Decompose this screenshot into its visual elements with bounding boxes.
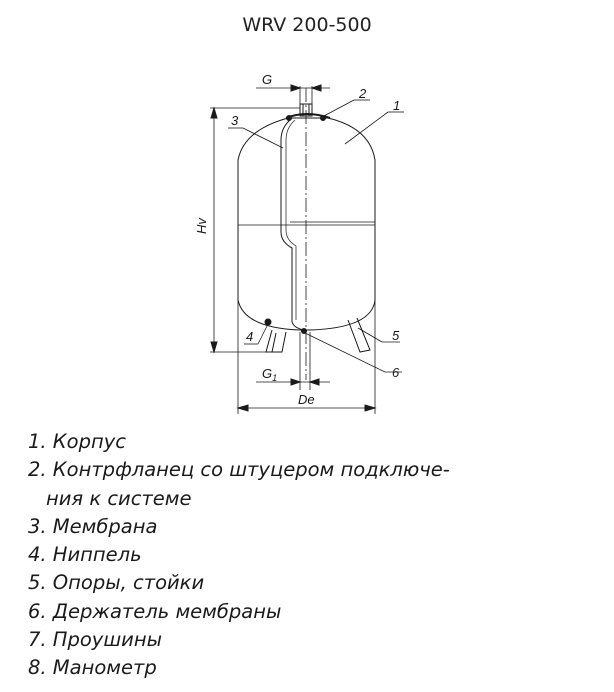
support-leg-right xyxy=(347,317,371,353)
legend-item-1: 1. Корпус xyxy=(28,430,126,453)
parts-legend: 1. Корпус 2. Контрфланец со штуцером под… xyxy=(28,428,450,683)
diagram-title: WRV 200-500 xyxy=(242,14,372,36)
leader-3 xyxy=(242,127,284,149)
callout-1: 1 xyxy=(393,98,400,113)
callout-5: 5 xyxy=(392,328,400,343)
callout-3: 3 xyxy=(231,113,239,128)
top-fitting xyxy=(299,103,313,117)
leader-1 xyxy=(344,111,389,145)
dim-label-g1: G1 xyxy=(262,366,277,383)
callout-2: 2 xyxy=(358,86,367,101)
callout-4: 4 xyxy=(246,329,253,344)
dim-label-hv: Hv xyxy=(194,217,209,234)
dim-label-de: De xyxy=(298,392,315,407)
legend-item-6: 6. Держатель мембраны xyxy=(28,599,282,623)
support-leg-left xyxy=(265,329,287,353)
legend-item-2: 2. Контрфланец со штуцером подключе- xyxy=(28,458,450,482)
legend-item-4: 4. Ниппель xyxy=(28,543,142,567)
legend-item-7: 7. Проушины xyxy=(28,628,162,652)
legend-item-3: 3. Мембрана xyxy=(28,514,158,538)
leader-4 xyxy=(257,323,269,345)
dim-label-g: G xyxy=(262,72,272,87)
leader-6 xyxy=(304,332,386,373)
callout-6: 6 xyxy=(392,365,400,380)
vessel-body xyxy=(237,117,376,331)
legend-item-5: 5. Опоры, стойки xyxy=(28,571,205,595)
leader-2 xyxy=(321,99,355,118)
leader-5 xyxy=(357,327,383,343)
legend-item-2-continued: ния к системе xyxy=(46,486,192,510)
legend-item-8: 8. Манометр xyxy=(28,656,157,680)
membrane-line xyxy=(280,119,305,331)
